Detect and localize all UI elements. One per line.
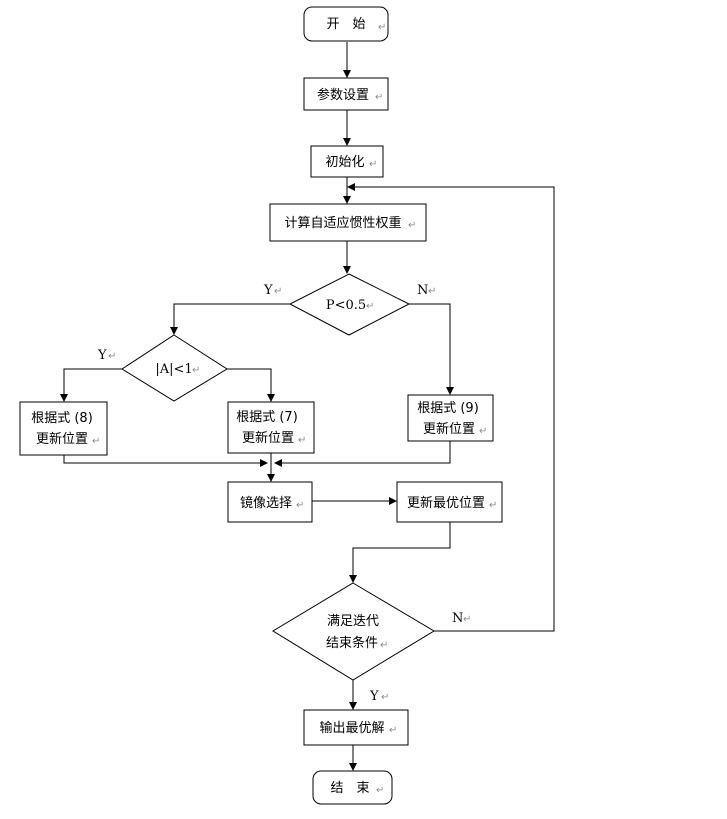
arrow-best	[389, 497, 397, 505]
edge-acheck-no	[227, 368, 272, 397]
cond-yes-label: Y	[369, 689, 379, 704]
return-mark: ↵	[274, 286, 282, 297]
node-p-check: P<0.5 ↵	[288, 273, 411, 336]
return-mark: ↵	[389, 725, 397, 736]
return-mark: ↵	[381, 692, 389, 703]
init-label: 初始化	[325, 155, 364, 170]
return-mark: ↵	[428, 286, 436, 297]
p-no-label: N	[417, 283, 428, 298]
edge-pcheck-no	[409, 303, 451, 390]
arrow-weight	[343, 196, 351, 204]
return-mark: ↵	[192, 365, 200, 376]
return-mark: ↵	[489, 500, 497, 511]
return-mark: ↵	[479, 426, 487, 437]
return-mark: ↵	[463, 614, 471, 625]
arrow-acheck	[170, 327, 178, 335]
cond-no-label: N	[452, 611, 463, 626]
node-weight: 计算自适应惯性权重 ↵	[269, 203, 427, 242]
node-end: 结 束 ↵	[312, 770, 393, 805]
p-yes-label: Y	[263, 283, 273, 298]
edge-eq9-merge	[278, 441, 451, 464]
output-label: 输出最优解	[319, 720, 384, 736]
edge-eq8-merge	[63, 455, 264, 464]
node-mirror: 镜像选择 ↵	[227, 481, 313, 523]
eq9-line2: 更新位置	[423, 421, 475, 437]
edge-pcheck-yes	[173, 303, 290, 330]
node-eq9: 根据式 (9) 更新位置 ↵	[407, 394, 494, 442]
return-mark: ↵	[369, 159, 377, 170]
eq9-line1: 根据式 (9)	[417, 401, 479, 416]
arrow-init	[343, 138, 351, 146]
return-mark: ↵	[376, 785, 384, 796]
node-output: 输出最优解 ↵	[303, 709, 409, 746]
arrow-params	[343, 70, 351, 78]
node-best-update: 更新最优位置 ↵	[396, 481, 503, 523]
return-mark: ↵	[366, 301, 374, 312]
eq8-line1: 根据式 (8)	[31, 411, 93, 426]
node-a-check: |A|<1 ↵	[121, 334, 228, 402]
arrow-merge-left	[260, 459, 268, 467]
return-mark: ↵	[378, 22, 386, 33]
edge-best-cond	[352, 522, 451, 578]
arrow-cond	[349, 575, 357, 583]
return-mark: ↵	[380, 640, 388, 651]
arrow-output	[349, 702, 357, 710]
return-mark: ↵	[296, 500, 304, 511]
edges	[60, 42, 555, 771]
return-mark: ↵	[408, 220, 416, 231]
return-mark: ↵	[375, 92, 383, 103]
a-yes-label: Y	[97, 348, 107, 363]
mirror-label: 镜像选择	[240, 496, 292, 511]
eq7-line2: 更新位置	[242, 430, 294, 446]
arrow-merge-right	[274, 459, 282, 467]
eq8-line2: 更新位置	[36, 431, 88, 447]
arrow-eq8	[60, 394, 68, 402]
edge-cond-loop	[352, 186, 555, 632]
eq7-line1: 根据式 (7)	[236, 410, 298, 425]
weight-label: 计算自适应惯性权重	[284, 215, 401, 231]
arrow-loop	[347, 183, 355, 191]
arrow-end	[349, 763, 357, 771]
return-mark: ↵	[92, 436, 100, 447]
return-mark: ↵	[298, 435, 306, 446]
edge-acheck-yes	[63, 368, 122, 397]
best-update-label: 更新最优位置	[407, 495, 485, 511]
arrow-pcheck	[343, 266, 351, 274]
arrow-eq7	[267, 394, 275, 402]
node-start: 开 始 ↵	[303, 6, 389, 42]
arrow-eq9	[446, 387, 454, 395]
return-mark: ↵	[108, 351, 116, 362]
edge-labels: Y ↵ N ↵ Y ↵ N ↵ Y ↵	[97, 283, 471, 704]
node-eq7: 根据式 (7) 更新位置 ↵	[227, 401, 315, 454]
params-label: 参数设置	[317, 87, 369, 103]
node-params: 参数设置 ↵	[303, 77, 389, 111]
a-check-label: |A|<1	[155, 362, 192, 377]
node-init: 初始化 ↵	[310, 145, 384, 178]
cond-line1: 满足迭代	[327, 614, 379, 629]
p-check-label: P<0.5	[326, 298, 366, 313]
start-label: 开 始	[326, 17, 365, 32]
arrow-mirror	[267, 474, 275, 482]
end-label: 结 束	[330, 781, 369, 796]
node-condition: 满足迭代 结束条件 ↵	[272, 582, 435, 681]
node-eq8: 根据式 (8) 更新位置 ↵	[19, 401, 108, 456]
cond-line2: 结束条件	[326, 635, 378, 651]
